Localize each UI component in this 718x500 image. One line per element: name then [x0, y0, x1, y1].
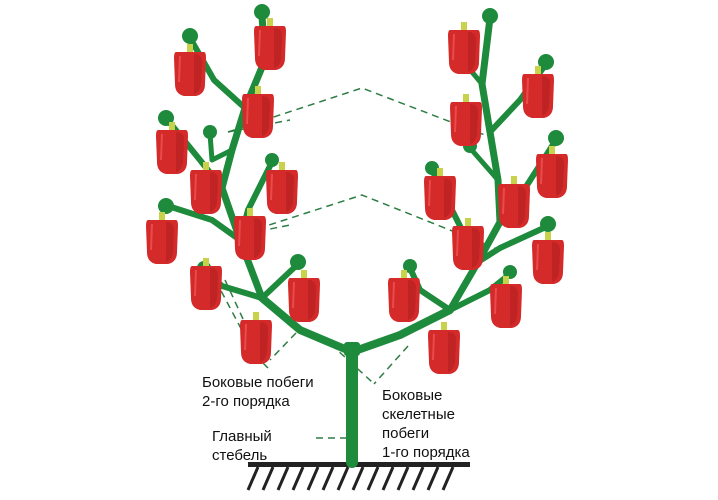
ground-hatch-mark: [276, 466, 290, 491]
ground: [246, 462, 470, 491]
label-line: побеги: [382, 425, 430, 442]
label-main-stem: Главный стебель: [212, 427, 272, 465]
ground-hatch-mark: [366, 466, 380, 491]
label-line: скелетные: [382, 406, 455, 423]
ground-hatch-mark: [246, 466, 260, 491]
ground-hatch-mark: [336, 466, 350, 491]
label-line: 1-го порядка: [382, 444, 470, 461]
label-line: Боковые: [382, 387, 443, 404]
ground-hatch-mark: [426, 466, 440, 491]
label-lateral-skeletal-shoots-first-order: Боковые скелетные побеги 1-го порядка: [382, 386, 470, 462]
ground-hatch-mark: [321, 466, 335, 491]
label-line: Главный: [212, 428, 272, 445]
ground-hatch-mark: [351, 466, 365, 491]
ground-hatch-mark: [396, 466, 410, 491]
label-line: Боковые побеги: [202, 374, 314, 391]
ground-hatch-mark: [291, 466, 305, 491]
label-line: 2-го порядка: [202, 393, 290, 410]
ground-hatch-mark: [306, 466, 320, 491]
ground-hatch-mark: [411, 466, 425, 491]
ground-hatch-mark: [441, 466, 455, 491]
label-line: стебель: [212, 447, 268, 464]
ground-hatch-mark: [381, 466, 395, 491]
label-lateral-shoots-second-order: Боковые побеги 2-го порядка: [202, 373, 314, 411]
ground-hatch-mark: [261, 466, 275, 491]
